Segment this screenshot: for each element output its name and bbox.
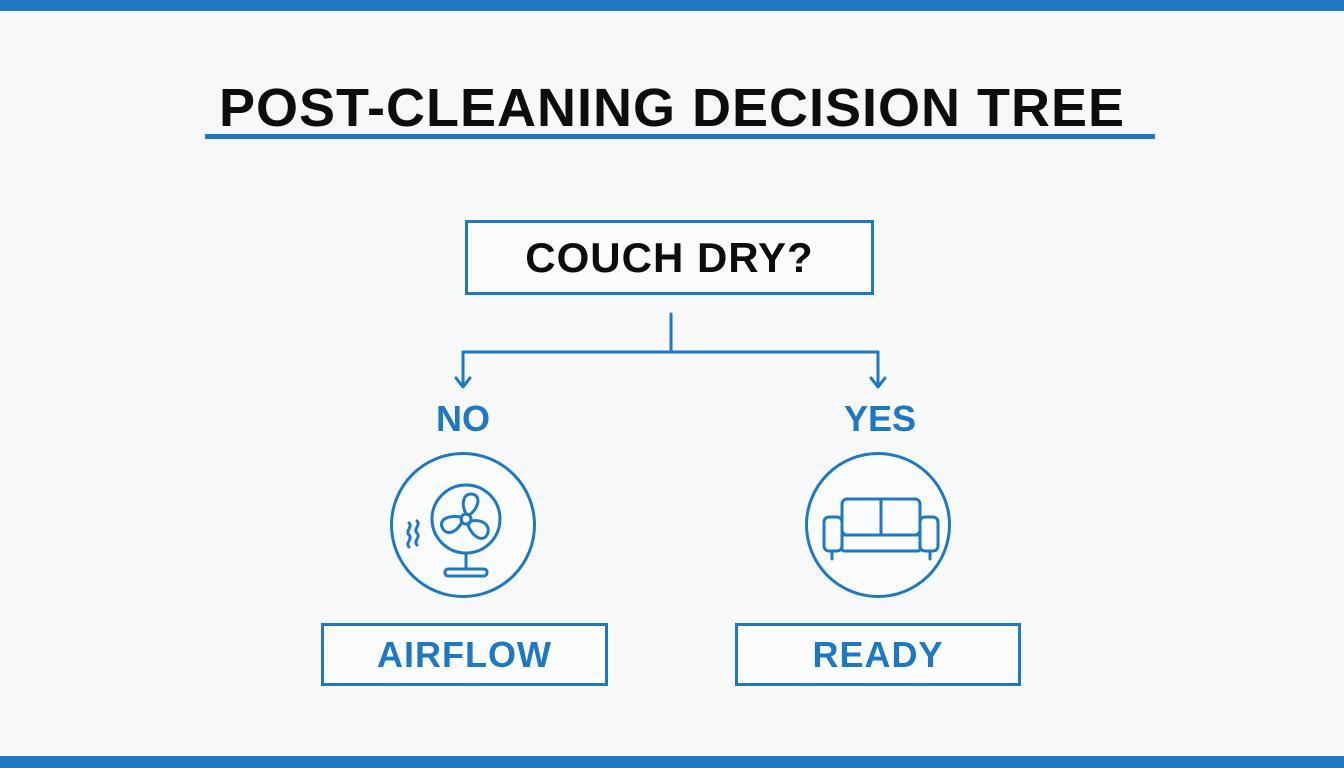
fan-icon bbox=[406, 483, 502, 578]
fan-icon-badge bbox=[390, 452, 536, 598]
couch-icon bbox=[822, 497, 940, 561]
result-airflow-label: AIRFLOW bbox=[377, 633, 552, 675]
diagram-title: POST-CLEANING DECISION TREE bbox=[218, 78, 1126, 138]
title-underline bbox=[205, 134, 1155, 139]
decision-node-question: COUCH DRY? bbox=[465, 220, 874, 295]
arrow-left-icon bbox=[454, 376, 472, 389]
bottom-accent-bar bbox=[0, 756, 1344, 768]
result-airflow: AIRFLOW bbox=[321, 623, 608, 686]
result-ready-label: READY bbox=[812, 633, 944, 675]
couch-icon-badge bbox=[805, 452, 951, 598]
arrow-right-icon bbox=[869, 376, 887, 389]
top-accent-bar bbox=[0, 0, 1344, 11]
result-ready: READY bbox=[735, 623, 1021, 686]
branch-label-yes: YES bbox=[843, 398, 917, 439]
question-text: COUCH DRY? bbox=[525, 233, 814, 281]
branch-label-no: NO bbox=[436, 398, 490, 439]
